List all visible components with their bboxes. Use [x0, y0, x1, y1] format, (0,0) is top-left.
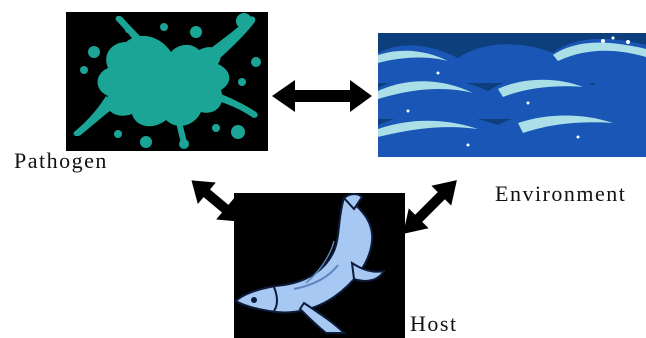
host-image: [234, 193, 405, 338]
environment-image: [378, 33, 646, 157]
fish-icon: [234, 193, 387, 334]
double-headed-arrow-icon: [403, 180, 457, 234]
environment-label: Environment: [495, 181, 627, 206]
host-label: Host: [410, 311, 458, 336]
pathogen-label: Pathogen: [14, 148, 108, 173]
double-headed-arrow-icon: [191, 180, 241, 222]
paint-splash-icon: [73, 13, 261, 149]
pathogen-image: [66, 12, 268, 151]
double-headed-arrow-icon: [272, 80, 372, 112]
ocean-waves-icon: [378, 33, 646, 157]
